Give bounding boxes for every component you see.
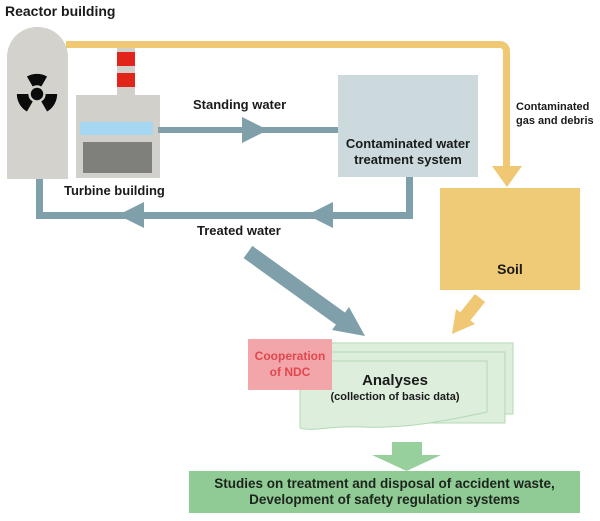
cooperation-line2: of NDC [269, 364, 311, 379]
standing-water-arrowhead-icon [242, 117, 268, 143]
gas-debris-path-line [66, 41, 510, 168]
analyses-to-studies-arrow-icon [372, 442, 441, 471]
treated-water-line-to-reactor [36, 179, 43, 212]
cooperation-ndc-box: Cooperation of NDC [248, 339, 332, 390]
cooperation-line1: Cooperation [254, 348, 326, 363]
chimney-stripe [117, 52, 135, 66]
water-to-analyses-arrow [243, 245, 365, 336]
treated-water-label: Treated water [197, 223, 281, 238]
soil-label: Soil [497, 261, 523, 277]
treated-water-line-from-treatment [406, 177, 413, 213]
chimney-shape [117, 45, 135, 98]
studies-box: Studies on treatment and disposal of acc… [189, 471, 580, 513]
reactor-building-label: Reactor building [5, 3, 116, 19]
standing-water-label: Standing water [193, 97, 287, 112]
contaminated-gas-label: Contaminated gas and debris [516, 101, 594, 129]
treated-water-arrowhead-icon [307, 202, 333, 228]
reactor-building-shape [7, 27, 68, 179]
analyses-text-block: Analyses (collection of basic data) [303, 372, 487, 404]
treatment-system-line2: treatment system [354, 151, 462, 167]
soil-box: Soil [440, 188, 580, 290]
turbine-base-block [83, 142, 152, 173]
studies-line1: Studies on treatment and disposal of acc… [214, 476, 555, 492]
analyses-title: Analyses [362, 372, 428, 389]
contaminated-gas-line2: gas and debris [516, 114, 594, 127]
contaminated-gas-line1: Contaminated [516, 101, 590, 113]
treatment-system-line1: Contaminated water [345, 135, 471, 151]
radiation-trefoil-icon [16, 73, 58, 112]
treatment-system-box: Contaminated water treatment system [338, 75, 478, 177]
turbine-building-shape [76, 95, 160, 178]
analyses-subtitle: (collection of basic data) [330, 391, 460, 403]
treated-water-arrowhead-icon [118, 202, 144, 228]
studies-line2: Development of safety regulation systems [249, 492, 520, 507]
turbine-window-band [80, 122, 153, 135]
gas-debris-arrowhead-icon [492, 166, 522, 187]
treated-water-line [36, 212, 413, 219]
turbine-building-label: Turbine building [64, 183, 165, 198]
soil-to-analyses-arrow [452, 293, 486, 334]
chimney-stripe [117, 73, 135, 87]
